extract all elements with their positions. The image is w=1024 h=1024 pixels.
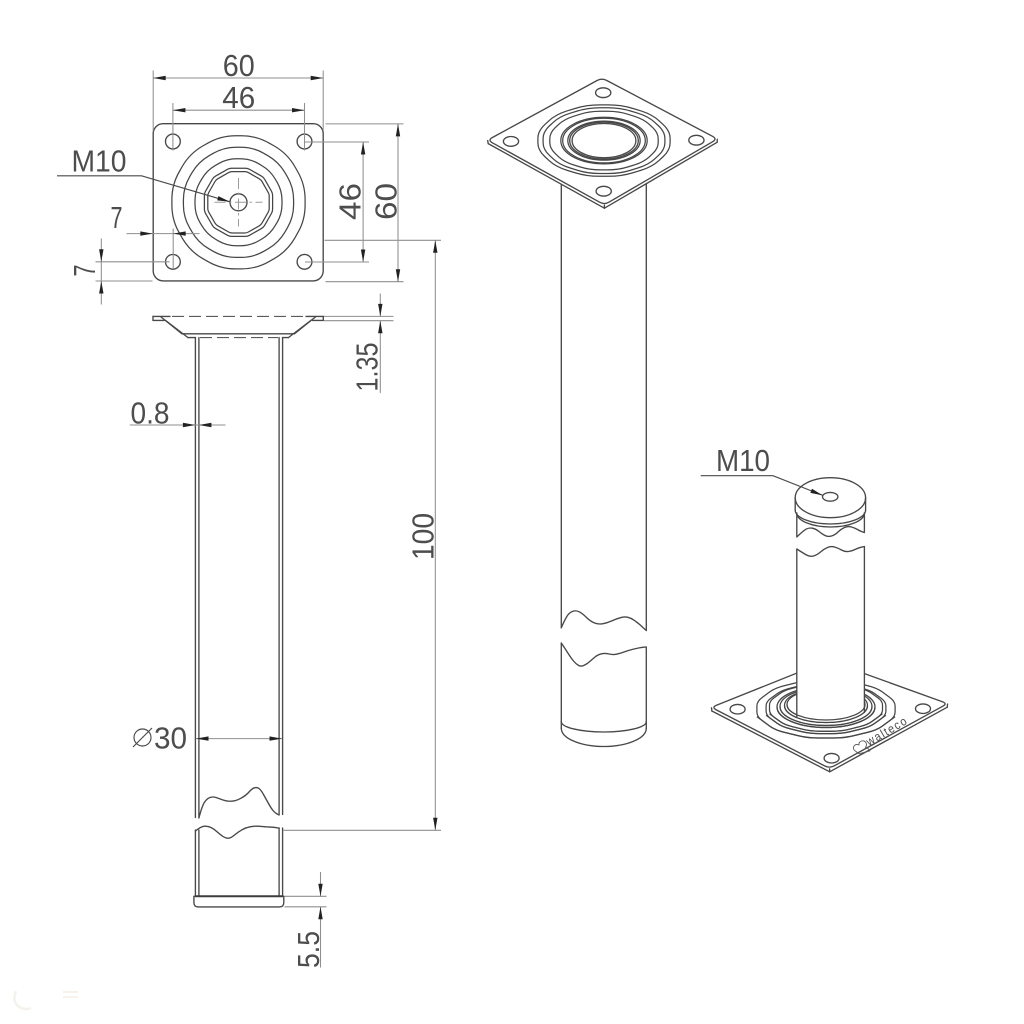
svg-text:46: 46 bbox=[222, 80, 255, 115]
svg-text:0.8: 0.8 bbox=[131, 396, 170, 431]
svg-text:60: 60 bbox=[369, 183, 404, 220]
svg-text:100: 100 bbox=[406, 513, 441, 560]
svg-text:1.35: 1.35 bbox=[350, 343, 385, 392]
svg-text:M10: M10 bbox=[716, 443, 770, 478]
svg-text:M10: M10 bbox=[72, 144, 127, 179]
svg-text:7: 7 bbox=[67, 265, 102, 277]
svg-text:46: 46 bbox=[333, 183, 368, 220]
svg-text:7: 7 bbox=[111, 200, 123, 235]
svg-text:5.5: 5.5 bbox=[291, 931, 326, 968]
svg-text:60: 60 bbox=[223, 48, 255, 83]
svg-text:30: 30 bbox=[154, 721, 187, 756]
